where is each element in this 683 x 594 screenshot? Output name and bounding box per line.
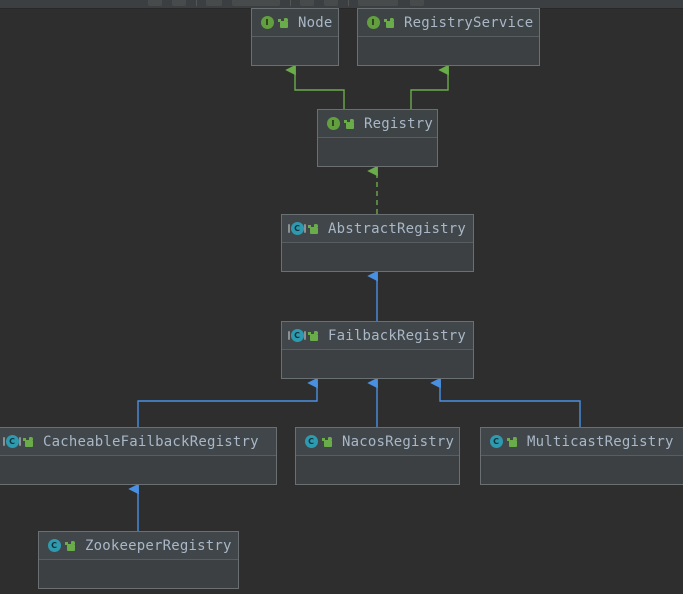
class-members-area	[252, 37, 338, 65]
class-node-header: C ZookeeperRegistry	[39, 532, 238, 560]
toolbar-button-refresh[interactable]	[300, 0, 314, 6]
class-name-label: NacosRegistry	[342, 433, 455, 450]
class-members-area	[0, 456, 276, 484]
class-members-area	[481, 456, 683, 484]
interface-icon: I	[259, 15, 274, 30]
class-name-label: CacheableFailbackRegistry	[43, 433, 259, 450]
class-members-area	[318, 138, 437, 166]
toolbar-button-settings[interactable]	[410, 0, 424, 6]
class-members-area	[358, 37, 539, 65]
class-node-header: I Registry	[318, 110, 437, 138]
edge-registry-extends-registryservice	[410, 70, 448, 109]
class-name-label: ZookeeperRegistry	[85, 537, 232, 554]
toolbar-separator	[290, 0, 291, 6]
abstract-class-icon: C	[287, 328, 306, 343]
class-node-registry[interactable]: I Registry	[317, 109, 438, 167]
toolbar-button-zoom[interactable]	[172, 0, 186, 6]
class-node-abstractregistry[interactable]: C AbstractRegistry	[281, 214, 474, 272]
toolbar-label-members[interactable]	[232, 0, 280, 6]
public-visibility-icon	[384, 17, 395, 29]
public-visibility-icon	[308, 330, 319, 342]
class-node-header: C FailbackRegistry	[282, 322, 473, 350]
class-members-area	[282, 243, 473, 271]
class-node-registryservice[interactable]: I RegistryService	[357, 8, 540, 66]
class-members-area	[296, 456, 459, 484]
class-node-header: I RegistryService	[358, 9, 539, 37]
class-node-zookeeperregistry[interactable]: C ZookeeperRegistry	[38, 531, 239, 589]
class-node-cacheablefailbackregistry[interactable]: C CacheableFailbackRegistry	[0, 427, 277, 485]
class-node-multicastregistry[interactable]: C MulticastRegistry	[480, 427, 683, 485]
interface-icon: I	[325, 116, 340, 131]
abstract-class-icon: C	[2, 434, 21, 449]
toolbar-separator	[196, 0, 197, 6]
class-members-area	[39, 560, 238, 588]
class-name-label: RegistryService	[404, 14, 534, 31]
edge-multicastregistry-extends-failbackregistry	[440, 383, 581, 427]
class-name-label: MulticastRegistry	[527, 433, 674, 450]
public-visibility-icon	[65, 540, 76, 552]
toolbar-button-layout[interactable]	[148, 0, 162, 6]
class-node-failbackregistry[interactable]: C FailbackRegistry	[281, 321, 474, 379]
class-node-nacosregistry[interactable]: C NacosRegistry	[295, 427, 460, 485]
public-visibility-icon	[344, 118, 355, 130]
interface-icon: I	[365, 15, 380, 30]
public-visibility-icon	[23, 436, 34, 448]
class-node-header: I Node	[252, 9, 338, 37]
public-visibility-icon	[322, 436, 333, 448]
toolbar-label-visibility[interactable]	[358, 0, 398, 6]
edge-registry-extends-node	[295, 70, 345, 109]
edge-cacheablefailbackregistry-extends-failbackregistry	[137, 383, 317, 427]
class-node-header: C NacosRegistry	[296, 428, 459, 456]
class-icon: C	[46, 538, 61, 553]
class-members-area	[282, 350, 473, 378]
class-node-header: C CacheableFailbackRegistry	[0, 428, 276, 456]
class-node-node[interactable]: I Node	[251, 8, 339, 66]
public-visibility-icon	[308, 223, 319, 235]
toolbar-button-fields[interactable]	[206, 0, 222, 6]
abstract-class-icon: C	[287, 221, 306, 236]
class-icon: C	[303, 434, 318, 449]
class-icon: C	[488, 434, 503, 449]
editor-toolbar[interactable]	[0, 0, 683, 9]
class-name-label: Registry	[364, 115, 434, 132]
toolbar-separator	[348, 0, 349, 6]
class-node-header: C MulticastRegistry	[481, 428, 683, 456]
class-node-header: C AbstractRegistry	[282, 215, 473, 243]
toolbar-button-export[interactable]	[324, 0, 338, 6]
public-visibility-icon	[278, 17, 289, 29]
class-name-label: Node	[298, 14, 333, 31]
public-visibility-icon	[507, 436, 518, 448]
class-name-label: FailbackRegistry	[328, 327, 467, 344]
class-name-label: AbstractRegistry	[328, 220, 467, 237]
